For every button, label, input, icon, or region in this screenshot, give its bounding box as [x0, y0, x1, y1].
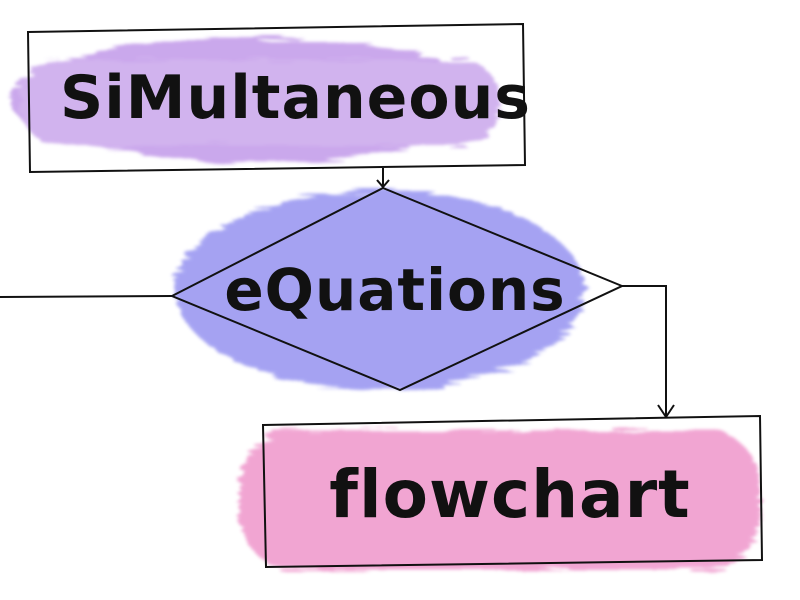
node-simultaneous-box [26, 22, 527, 174]
node-flowchart-box [261, 414, 764, 569]
purple-brush-stroke [10, 38, 500, 162]
connector-2-3 [622, 285, 667, 417]
connector-left [0, 295, 173, 298]
node-equations-diamond [169, 186, 625, 392]
node-label-simultaneous: SiMultaneous [60, 63, 531, 133]
node-label-equations: eQuations [224, 256, 566, 324]
pink-brush-stroke [240, 430, 760, 570]
node-label-flowchart: flowchart [329, 456, 691, 533]
